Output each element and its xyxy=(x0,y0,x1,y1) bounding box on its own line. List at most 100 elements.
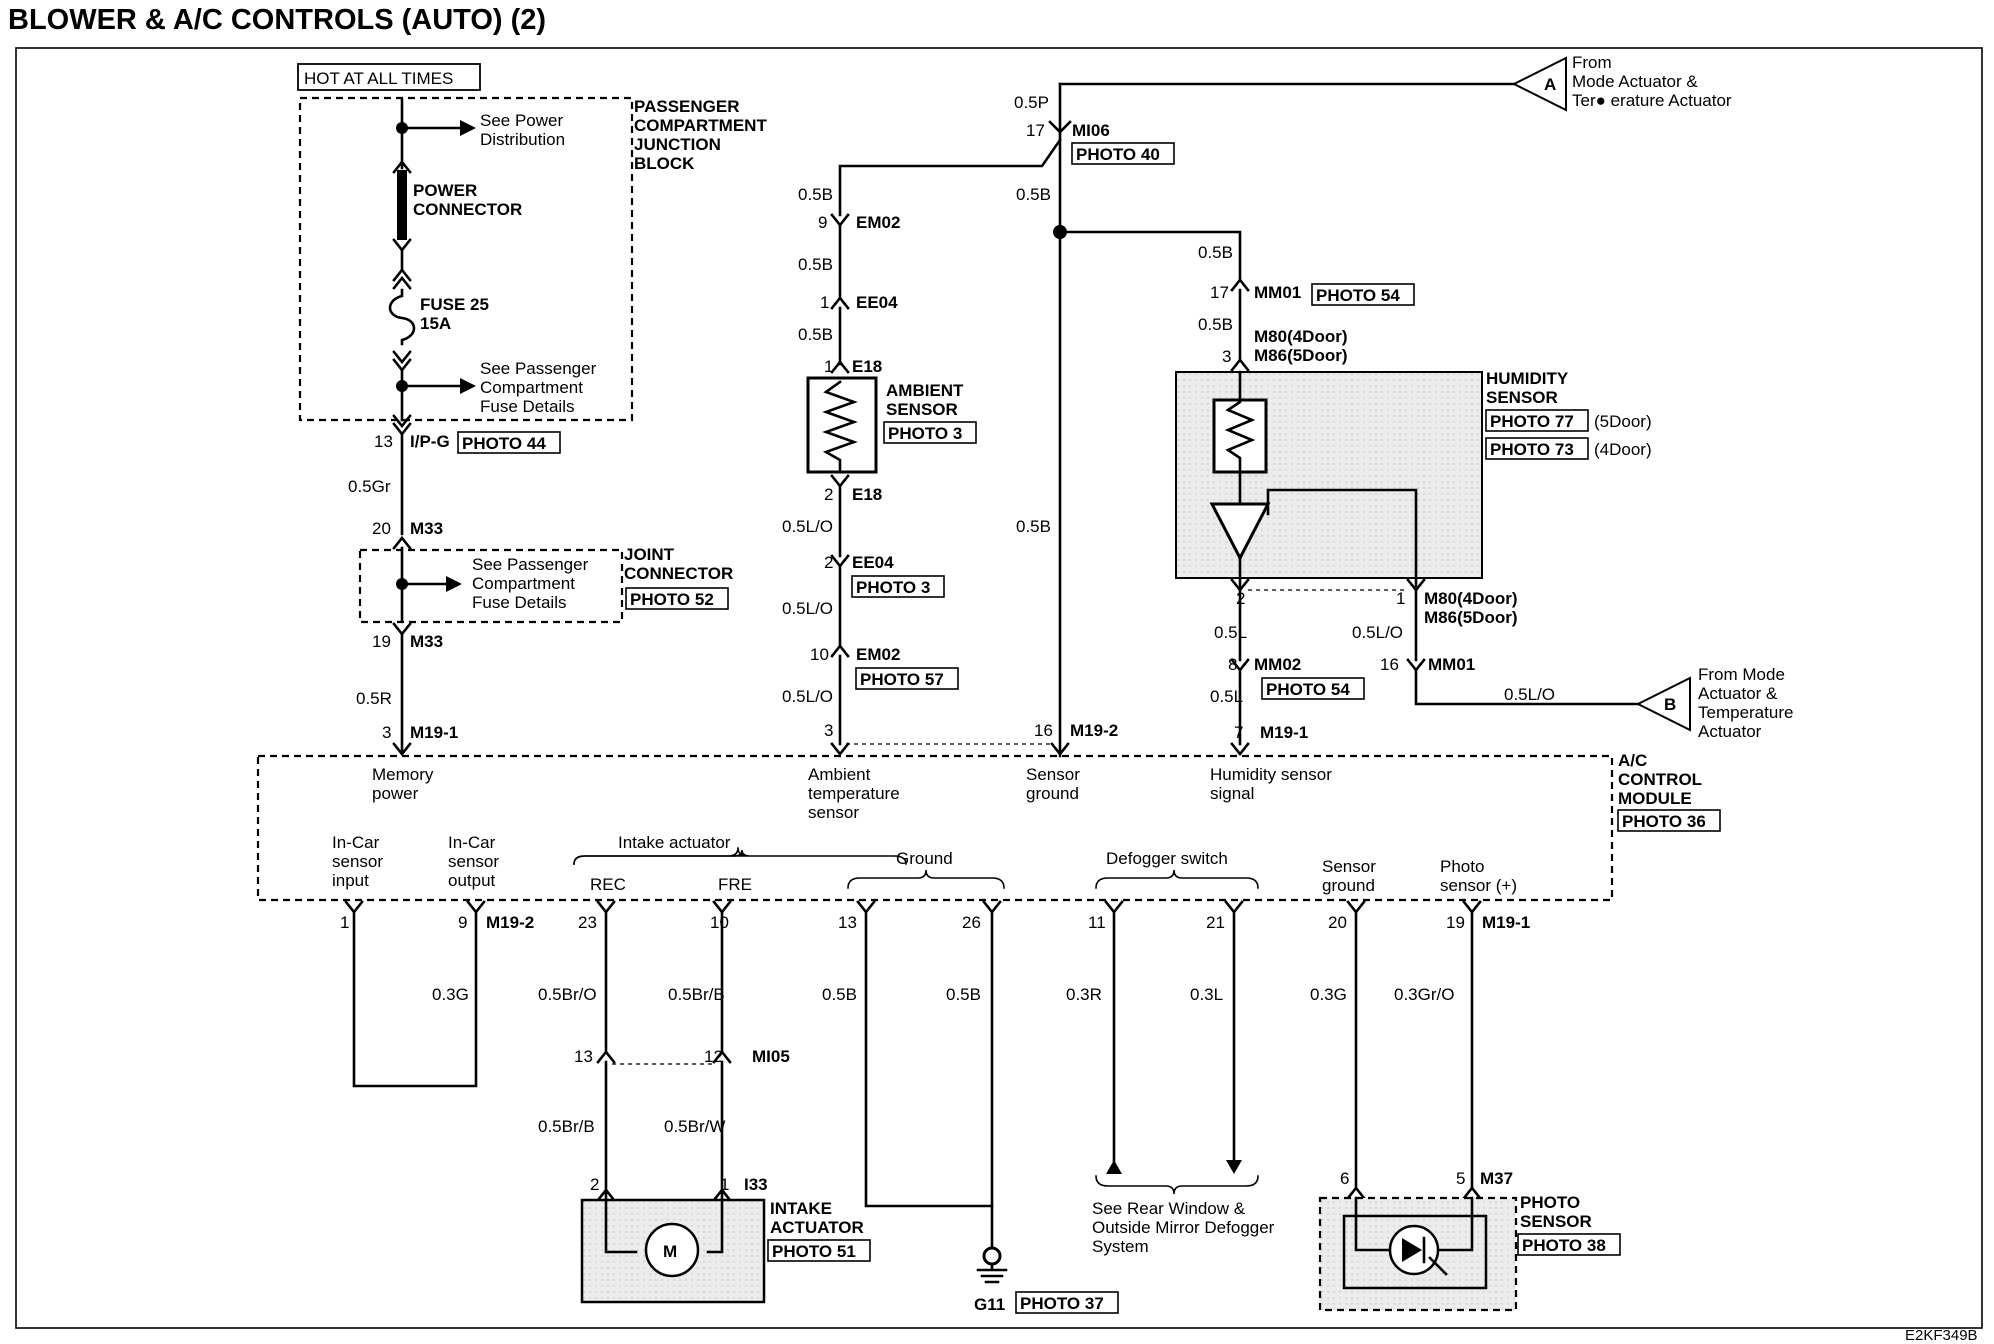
svg-text:Outside Mirror Defogger: Outside Mirror Defogger xyxy=(1092,1218,1275,1237)
svg-text:PASSENGER: PASSENGER xyxy=(634,97,740,116)
connector-b-triangle xyxy=(1635,676,1691,732)
svg-text:M: M xyxy=(663,1242,677,1261)
svg-text:3: 3 xyxy=(824,721,833,740)
svg-text:0.5B: 0.5B xyxy=(798,185,833,204)
arrow-icon xyxy=(460,378,476,394)
junction-block-label: PASSENGER COMPARTMENT JUNCTION BLOCK xyxy=(634,97,767,173)
svg-text:M86(5Door): M86(5Door) xyxy=(1424,608,1518,627)
svg-text:12: 12 xyxy=(704,1047,723,1066)
svg-text:0.3Gr/O: 0.3Gr/O xyxy=(1394,985,1454,1004)
svg-text:Sensor: Sensor xyxy=(1322,857,1376,876)
svg-text:MM01: MM01 xyxy=(1254,283,1301,302)
svg-text:M33: M33 xyxy=(410,519,443,538)
svg-text:0.5L: 0.5L xyxy=(1210,687,1243,706)
svg-text:sensor: sensor xyxy=(332,852,383,871)
svg-text:Compartment: Compartment xyxy=(472,574,575,593)
svg-text:0.5B: 0.5B xyxy=(1198,315,1233,334)
svg-text:1: 1 xyxy=(820,293,829,312)
power-connector-bar xyxy=(397,170,407,240)
svg-text:I33: I33 xyxy=(744,1175,768,1194)
svg-text:3: 3 xyxy=(1222,347,1231,366)
svg-text:20: 20 xyxy=(372,519,391,538)
svg-text:INTAKE: INTAKE xyxy=(770,1199,832,1218)
svg-text:See Rear Window &: See Rear Window & xyxy=(1092,1199,1246,1218)
svg-text:input: input xyxy=(332,871,369,890)
svg-text:0.5L/O: 0.5L/O xyxy=(782,599,833,618)
svg-text:0.5Br/W: 0.5Br/W xyxy=(664,1117,725,1136)
svg-text:PHOTO 51: PHOTO 51 xyxy=(772,1242,856,1261)
svg-text:MM02: MM02 xyxy=(1254,655,1301,674)
svg-text:In-Car: In-Car xyxy=(448,833,496,852)
svg-text:POWER: POWER xyxy=(413,181,477,200)
svg-text:M19-2: M19-2 xyxy=(486,913,534,932)
svg-text:Ambient: Ambient xyxy=(808,765,871,784)
svg-text:PHOTO 40: PHOTO 40 xyxy=(1076,145,1160,164)
svg-text:0.5B: 0.5B xyxy=(798,325,833,344)
svg-text:Fuse Details: Fuse Details xyxy=(472,593,566,612)
svg-text:10: 10 xyxy=(810,645,829,664)
svg-text:M86(5Door): M86(5Door) xyxy=(1254,346,1348,365)
svg-text:0.3G: 0.3G xyxy=(432,985,469,1004)
svg-text:1: 1 xyxy=(720,1175,729,1194)
svg-text:1: 1 xyxy=(824,357,833,376)
svg-text:2: 2 xyxy=(824,485,833,504)
connector-a-triangle xyxy=(1511,56,1567,112)
svg-text:Actuator &: Actuator & xyxy=(1698,684,1778,703)
svg-text:13: 13 xyxy=(574,1047,593,1066)
ground-icon xyxy=(976,1246,1008,1284)
svg-text:ground: ground xyxy=(1026,784,1079,803)
svg-text:0.5Br/B: 0.5Br/B xyxy=(668,985,725,1004)
svg-text:See Power: See Power xyxy=(480,111,563,130)
svg-text:CONNECTOR: CONNECTOR xyxy=(413,200,522,219)
svg-text:E18: E18 xyxy=(852,357,882,376)
svg-text:G11: G11 xyxy=(974,1295,1005,1314)
svg-text:A: A xyxy=(1544,75,1556,94)
svg-text:0.5L: 0.5L xyxy=(1214,623,1247,642)
svg-text:PHOTO 38: PHOTO 38 xyxy=(1522,1236,1606,1255)
svg-text:26: 26 xyxy=(962,913,981,932)
svg-text:PHOTO 54: PHOTO 54 xyxy=(1316,286,1400,305)
svg-text:See Passenger: See Passenger xyxy=(480,359,597,378)
svg-text:From Mode: From Mode xyxy=(1698,665,1785,684)
svg-text:(5Door): (5Door) xyxy=(1594,412,1652,431)
svg-text:0.5Br/B: 0.5Br/B xyxy=(538,1117,595,1136)
svg-text:M19-2: M19-2 xyxy=(1070,721,1118,740)
svg-text:0.5L/O: 0.5L/O xyxy=(1504,685,1555,704)
svg-text:CONNECTOR: CONNECTOR xyxy=(624,564,733,583)
svg-text:M80(4Door): M80(4Door) xyxy=(1254,327,1348,346)
svg-text:Intake actuator: Intake actuator xyxy=(618,833,731,852)
resistor-icon xyxy=(822,380,858,474)
svg-text:MODULE: MODULE xyxy=(1618,789,1692,808)
svg-text:0.3L: 0.3L xyxy=(1190,985,1223,1004)
svg-text:M19-1: M19-1 xyxy=(410,723,458,742)
svg-text:0.5L/O: 0.5L/O xyxy=(782,517,833,536)
svg-text:Temperature: Temperature xyxy=(1698,703,1793,722)
svg-text:1: 1 xyxy=(340,913,349,932)
svg-text:EE04: EE04 xyxy=(852,553,894,572)
svg-text:FRE: FRE xyxy=(718,875,752,894)
svg-text:See Passenger: See Passenger xyxy=(472,555,589,574)
svg-text:0.3R: 0.3R xyxy=(1066,985,1102,1004)
svg-text:sensor (+): sensor (+) xyxy=(1440,876,1517,895)
svg-text:Ground: Ground xyxy=(896,849,953,868)
svg-text:0.5B: 0.5B xyxy=(1016,185,1051,204)
svg-text:1: 1 xyxy=(1396,589,1405,608)
svg-text:0.3G: 0.3G xyxy=(1310,985,1347,1004)
svg-text:0.5Gr: 0.5Gr xyxy=(348,477,391,496)
svg-text:16: 16 xyxy=(1380,655,1399,674)
svg-text:Memory: Memory xyxy=(372,765,434,784)
svg-text:SENSOR: SENSOR xyxy=(886,400,958,419)
svg-text:7: 7 xyxy=(1234,723,1243,742)
svg-text:HOT AT ALL TIMES: HOT AT ALL TIMES xyxy=(304,69,453,88)
svg-text:sensor: sensor xyxy=(808,803,859,822)
svg-text:PHOTO 77: PHOTO 77 xyxy=(1490,412,1574,431)
svg-text:MM01: MM01 xyxy=(1428,655,1475,674)
svg-text:Humidity sensor: Humidity sensor xyxy=(1210,765,1332,784)
svg-text:COMPARTMENT: COMPARTMENT xyxy=(634,116,767,135)
svg-text:MI05: MI05 xyxy=(752,1047,790,1066)
svg-text:Distribution: Distribution xyxy=(480,130,565,149)
svg-text:0.5Br/O: 0.5Br/O xyxy=(538,985,597,1004)
svg-text:0.5P: 0.5P xyxy=(1014,93,1049,112)
motor-icon xyxy=(644,1222,700,1278)
svg-text:Sensor: Sensor xyxy=(1026,765,1080,784)
